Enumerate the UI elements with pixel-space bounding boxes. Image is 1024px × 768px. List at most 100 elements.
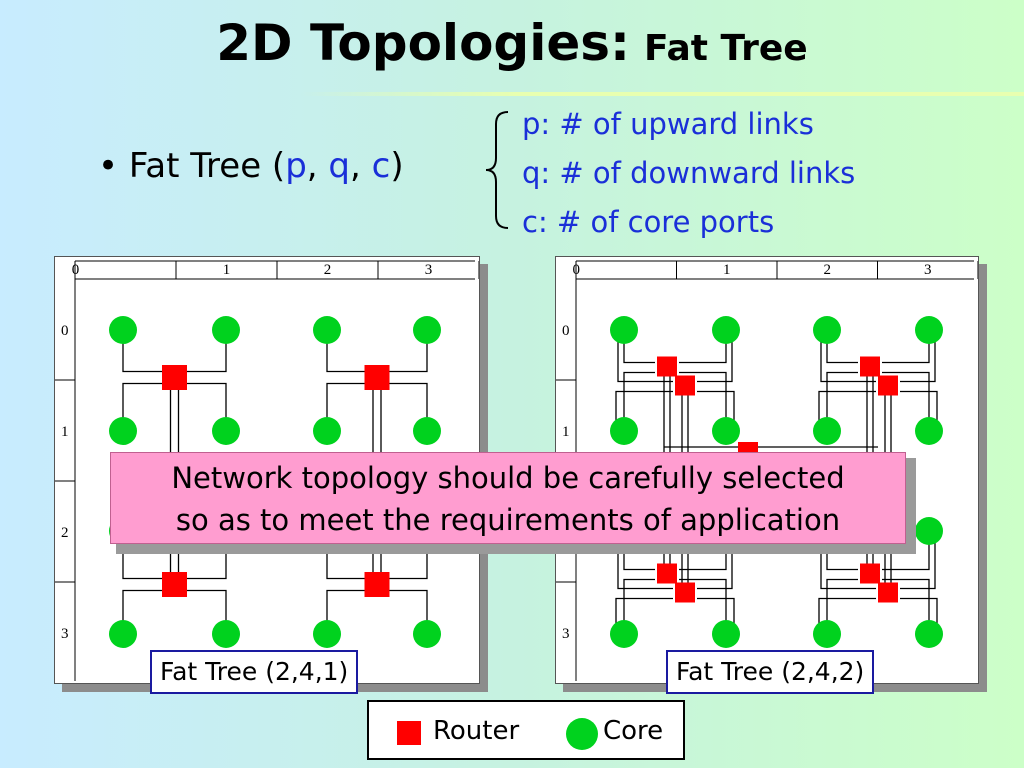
link-line	[900, 597, 938, 628]
bullet-prefix: Fat Tree (	[128, 146, 286, 186]
core-legend-icon	[566, 718, 598, 750]
column-label: 3	[924, 262, 932, 278]
bullet-sep-2: ,	[350, 146, 372, 186]
link-line	[820, 336, 876, 383]
param-q: q	[328, 146, 351, 186]
router-node	[860, 563, 880, 584]
router-node	[675, 582, 695, 603]
column-label: 3	[425, 262, 433, 278]
column-label: 0	[573, 262, 581, 278]
column-label: 2	[324, 262, 332, 278]
link-line	[623, 578, 655, 634]
bullet-sep-1: ,	[306, 146, 329, 186]
row-label: 1	[562, 424, 570, 440]
core-node	[915, 316, 943, 344]
core-node	[915, 620, 943, 648]
caption-fat-tree-241: Fat Tree (2,4,1)	[150, 650, 359, 694]
link-line	[617, 537, 673, 590]
link-line	[186, 589, 227, 634]
link-line	[623, 371, 655, 431]
definition-q: q: # of downward links	[522, 156, 856, 190]
row-label: 0	[61, 323, 69, 339]
link-line	[326, 589, 365, 634]
row-label: 3	[562, 626, 570, 642]
core-node	[109, 417, 137, 445]
definition-p: p: # of upward links	[522, 107, 814, 141]
link-line	[697, 390, 735, 425]
column-label: 2	[824, 262, 832, 278]
link-line	[122, 589, 163, 634]
link-line	[818, 390, 876, 425]
core-node	[610, 316, 638, 344]
bullet-marker: •	[98, 146, 119, 186]
core-node	[212, 417, 240, 445]
link-line	[826, 578, 858, 634]
core-node	[712, 417, 740, 445]
link-line	[389, 589, 428, 634]
legend-router-label: Router	[433, 716, 520, 746]
link-line	[820, 537, 876, 590]
slide-title: 2D Topologies: Fat Tree	[0, 14, 1024, 72]
legend: Router Core	[367, 700, 685, 760]
param-c: c	[371, 146, 391, 186]
callout-line-1: Network topology should be carefully sel…	[171, 461, 845, 495]
link-line	[697, 597, 735, 628]
router-node	[878, 375, 898, 396]
core-node	[813, 417, 841, 445]
definition-c: c: # of core ports	[522, 205, 775, 239]
core-node	[915, 517, 943, 545]
router-legend-icon	[397, 721, 421, 745]
router-node	[657, 356, 677, 377]
link-line	[326, 382, 365, 431]
link-line	[900, 537, 936, 590]
link-line	[615, 390, 673, 425]
link-line	[826, 371, 858, 431]
core-node	[712, 620, 740, 648]
router-node	[162, 365, 187, 390]
core-node	[610, 417, 638, 445]
param-p: p	[285, 146, 307, 186]
link-line	[186, 382, 227, 431]
router-node	[860, 356, 880, 377]
core-node	[413, 316, 441, 344]
core-node	[109, 620, 137, 648]
core-node	[413, 620, 441, 648]
router-node	[657, 563, 677, 584]
core-node	[313, 417, 341, 445]
column-label: 1	[723, 262, 731, 278]
core-node	[712, 316, 740, 344]
callout-box: Network topology should be carefully sel…	[110, 452, 906, 544]
router-node	[878, 582, 898, 603]
link-line	[818, 597, 876, 628]
callout-line-2: so as to meet the requirements of applic…	[175, 503, 841, 537]
core-node	[915, 417, 943, 445]
core-node	[413, 417, 441, 445]
bullet-fat-tree: • Fat Tree (p, q, c)	[98, 146, 404, 186]
curly-brace-icon	[485, 111, 509, 229]
core-node	[109, 316, 137, 344]
core-node	[313, 316, 341, 344]
router-node	[364, 572, 390, 597]
core-node	[813, 316, 841, 344]
title-main: 2D Topologies:	[216, 14, 631, 72]
title-sub: Fat Tree	[644, 28, 808, 69]
link-line	[389, 382, 428, 431]
link-line	[615, 597, 673, 628]
link-line	[617, 336, 673, 383]
row-label: 1	[61, 424, 69, 440]
link-line	[122, 382, 163, 431]
core-node	[212, 316, 240, 344]
link-line	[697, 537, 733, 590]
core-node	[610, 620, 638, 648]
column-label: 1	[223, 262, 231, 278]
column-label: 0	[72, 262, 80, 278]
link-line	[900, 336, 936, 383]
link-line	[882, 371, 930, 431]
router-node	[364, 365, 390, 390]
link-line	[882, 578, 930, 634]
title-underline	[300, 92, 1024, 96]
core-node	[813, 620, 841, 648]
parameter-definitions: p: # of upward links q: # of downward li…	[522, 100, 855, 247]
bullet-suffix: )	[390, 146, 404, 186]
link-line	[697, 336, 733, 383]
